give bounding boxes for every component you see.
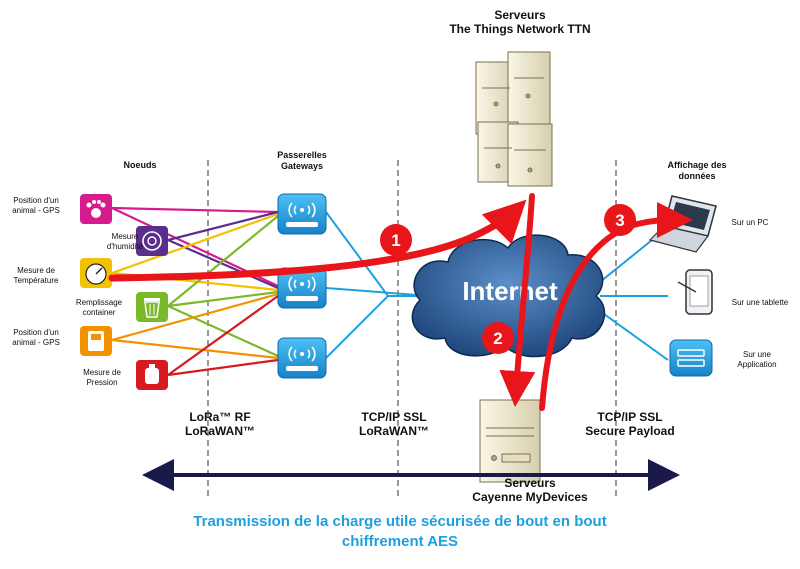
arrow-1 bbox=[108, 199, 527, 282]
paw-icon bbox=[80, 194, 112, 224]
ttn-server-icon bbox=[475, 51, 553, 187]
data-flow-arrows bbox=[108, 193, 693, 411]
ttn-servers-line1: Serveurs bbox=[494, 8, 546, 22]
column-nodes-header: Noeuds bbox=[123, 160, 157, 170]
gateway-3 bbox=[277, 337, 327, 379]
diagram-caption: Transmission de la charge utile sécurisé… bbox=[60, 512, 740, 553]
gateways-line2: Gateways bbox=[280, 160, 324, 171]
step-badge-2: 2 bbox=[482, 322, 514, 354]
link-bin-gw3 bbox=[167, 304, 279, 358]
link-paw-gw1 bbox=[111, 206, 279, 214]
cayenne-server-icon bbox=[479, 399, 541, 483]
display-label-tablet: Sur une tablette bbox=[731, 298, 789, 307]
humidity-icon bbox=[136, 226, 168, 256]
display-line2: données bbox=[678, 170, 716, 181]
node-gateway-links bbox=[111, 206, 279, 377]
cayenne-line1: Serveurs bbox=[504, 476, 556, 490]
protocol-lora: LoRa™ RF LoRaWAN™ bbox=[185, 410, 255, 439]
svg-text:2: 2 bbox=[493, 329, 502, 348]
link-bin-gw1 bbox=[167, 215, 279, 307]
gps-tracker-icon bbox=[80, 326, 112, 356]
svg-text:1: 1 bbox=[391, 231, 400, 250]
gateway-2 bbox=[277, 267, 327, 309]
application-icon bbox=[669, 339, 713, 377]
bin-icon bbox=[136, 292, 168, 322]
caption-line2: chiffrement AES bbox=[341, 533, 459, 551]
node-label-pressure: Mesure de Pression bbox=[83, 368, 121, 387]
arrow-2 bbox=[499, 193, 536, 407]
gateway-1 bbox=[277, 193, 327, 235]
link-gps-gw3 bbox=[111, 338, 279, 360]
node-label-humidity: Mesure d'humidité bbox=[106, 232, 144, 251]
pressure-icon bbox=[136, 360, 168, 390]
protocol-tcpip-payload: TCP/IP SSL Secure Payload bbox=[585, 410, 675, 439]
laptop-icon bbox=[648, 195, 717, 253]
node-label-temperature: Mesure de Température bbox=[13, 266, 59, 285]
caption-line1: Transmission de la charge utile sécurisé… bbox=[193, 513, 607, 530]
node-label-bin: Remplissage container bbox=[75, 298, 123, 317]
node-label-paw: Position d'un animal - GPS bbox=[12, 196, 60, 215]
column-separators bbox=[207, 160, 617, 500]
arrow-3 bbox=[539, 202, 693, 411]
display-line1: Affichage des bbox=[667, 160, 727, 170]
cayenne-servers-title: Serveurs Cayenne MyDevices bbox=[440, 476, 620, 505]
ttn-servers-title: Serveurs The Things Network TTN bbox=[420, 8, 620, 37]
link-hum-gw2 bbox=[167, 238, 279, 290]
svg-text:3: 3 bbox=[615, 211, 624, 230]
gauge-icon bbox=[80, 258, 112, 288]
link-hum-gw1 bbox=[167, 210, 279, 242]
link-bin-gw2 bbox=[167, 290, 279, 308]
cayenne-line2: Cayenne MyDevices bbox=[472, 490, 588, 505]
link-temp-gw1 bbox=[111, 212, 279, 275]
tablet-icon bbox=[677, 269, 713, 315]
ttn-servers-line2: The Things Network TTN bbox=[449, 22, 591, 37]
display-label-app: Sur une Application bbox=[737, 350, 777, 369]
node-label-gps: Position d'un animal - GPS bbox=[12, 328, 60, 347]
column-display-header: Affichage des données bbox=[652, 160, 742, 182]
link-gps-gw2 bbox=[111, 292, 279, 342]
gateways-line1: Passerelles bbox=[277, 150, 327, 160]
protocol-tcpip-lorawan: TCP/IP SSL LoRaWAN™ bbox=[359, 410, 429, 439]
column-gateways-header: Passerelles Gateways bbox=[262, 150, 342, 172]
internet-label: Internet bbox=[462, 276, 558, 306]
link-press-gw2 bbox=[167, 295, 279, 376]
step-badge-3: 3 bbox=[604, 204, 636, 236]
display-label-pc: Sur un PC bbox=[731, 218, 769, 227]
link-press-gw3 bbox=[167, 358, 279, 377]
step-badge-1: 1 bbox=[380, 224, 412, 256]
